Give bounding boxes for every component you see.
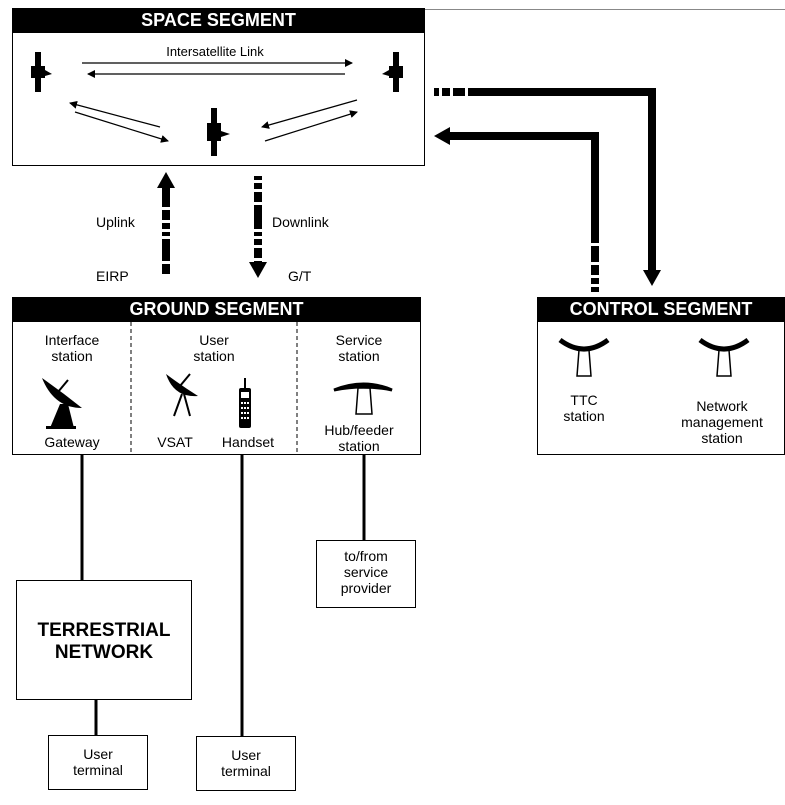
satellite-left-icon xyxy=(31,52,52,92)
gateway-dish-icon xyxy=(42,378,82,429)
downlink-label: Downlink xyxy=(272,214,329,230)
vsat-label: VSAT xyxy=(157,434,193,450)
hub-feeder-label: Hub/feeder station xyxy=(324,422,394,454)
vsat-dish-icon xyxy=(166,373,198,417)
uplink-arrow xyxy=(157,172,175,275)
isl-diag-left-down xyxy=(74,111,169,143)
user-terminal-box-1 xyxy=(48,735,148,790)
user-terminal-label-2: User terminal xyxy=(221,747,271,779)
terrestrial-network-box xyxy=(16,580,192,700)
control-uplink-arrow xyxy=(434,127,599,292)
satellite-right-icon xyxy=(382,52,403,92)
isl-diag-right-up xyxy=(264,110,358,142)
gateway-label: Gateway xyxy=(44,434,100,450)
ground-segment-box xyxy=(12,297,421,455)
user-terminal-label-1: User terminal xyxy=(73,746,123,778)
control-downlink-arrow xyxy=(434,88,661,286)
space-segment-title: SPACE SEGMENT xyxy=(12,8,425,33)
control-segment-title: CONTROL SEGMENT xyxy=(537,297,785,322)
hub-dish-icon xyxy=(333,382,393,415)
service-provider-box xyxy=(316,540,416,608)
nms-dish-icon xyxy=(698,337,750,377)
ttc-station-label: TTC station xyxy=(563,392,605,424)
intersatellite-link-label: Intersatellite Link xyxy=(166,44,264,59)
isl-diag-left-up xyxy=(69,100,161,128)
handset-icon xyxy=(239,378,251,428)
ground-segment-title: GROUND SEGMENT xyxy=(12,297,421,322)
service-station-label: Service station xyxy=(335,332,383,364)
top-rule xyxy=(290,9,785,10)
satellite-center-icon xyxy=(207,108,230,156)
terrestrial-network-label: TERRESTRIAL NETWORK xyxy=(37,620,171,663)
downlink-arrow xyxy=(249,176,267,278)
interface-station-label: Interface station xyxy=(44,332,100,364)
network-management-station-label: Network management station xyxy=(681,398,763,446)
service-provider-label: to/from service provider xyxy=(340,548,392,596)
isl-diag-right-down xyxy=(261,99,358,129)
eirp-label: EIRP xyxy=(96,268,129,284)
gt-label: G/T xyxy=(288,268,312,284)
uplink-label: Uplink xyxy=(96,214,135,230)
handset-label: Handset xyxy=(221,434,275,450)
ttc-dish-icon xyxy=(558,337,610,377)
user-terminal-box-2 xyxy=(196,736,296,791)
user-station-label: User station xyxy=(193,332,235,364)
